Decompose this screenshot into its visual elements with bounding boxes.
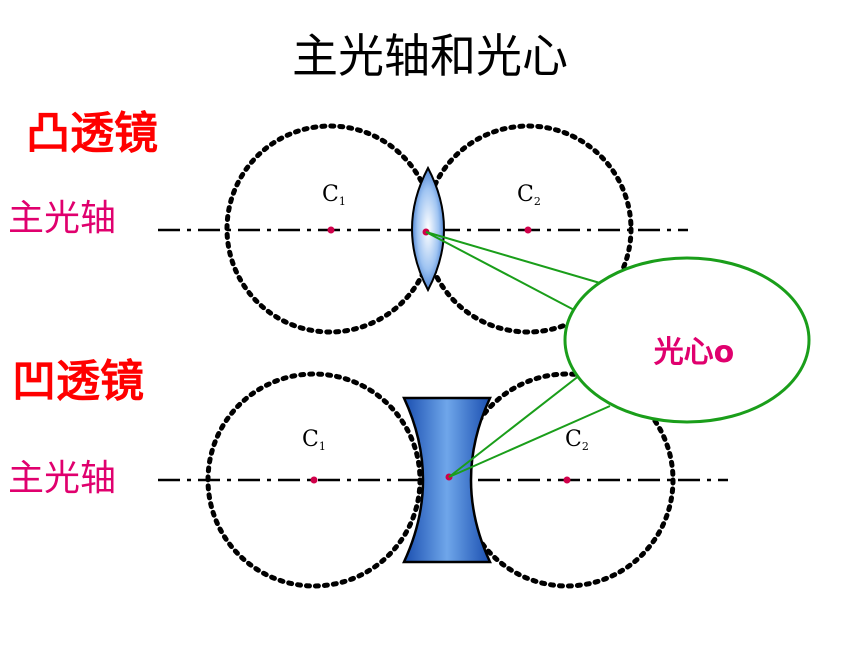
concave-c1-point <box>310 476 318 484</box>
callout-pointer-concave-upper <box>448 374 581 478</box>
callout-pointer-concave-lower <box>448 405 611 478</box>
concave-lens <box>402 396 492 564</box>
concave-c1-label: C1 <box>302 427 326 453</box>
callout-ellipse <box>563 256 811 424</box>
concave-c2-label: C2 <box>565 427 589 453</box>
optical-center-label: 光心o <box>654 335 735 370</box>
concave-c2-point <box>563 476 571 484</box>
concave-lens-heading: 凹透镜 <box>12 356 144 407</box>
convex-c2-label: C2 <box>517 182 541 208</box>
convex-lens <box>411 165 445 293</box>
convex-c1-label: C1 <box>322 182 346 208</box>
convex-lens-heading: 凸透镜 <box>26 108 158 159</box>
concave-axis-label: 主光轴 <box>8 458 116 499</box>
convex-c2-point <box>524 226 532 234</box>
callout-pointer-convex-lower <box>425 231 579 313</box>
convex-axis-label: 主光轴 <box>8 198 116 239</box>
convex-c1-point <box>327 226 335 234</box>
callout-pointer-convex-upper <box>425 231 601 284</box>
page-title: 主光轴和光心 <box>292 29 568 83</box>
